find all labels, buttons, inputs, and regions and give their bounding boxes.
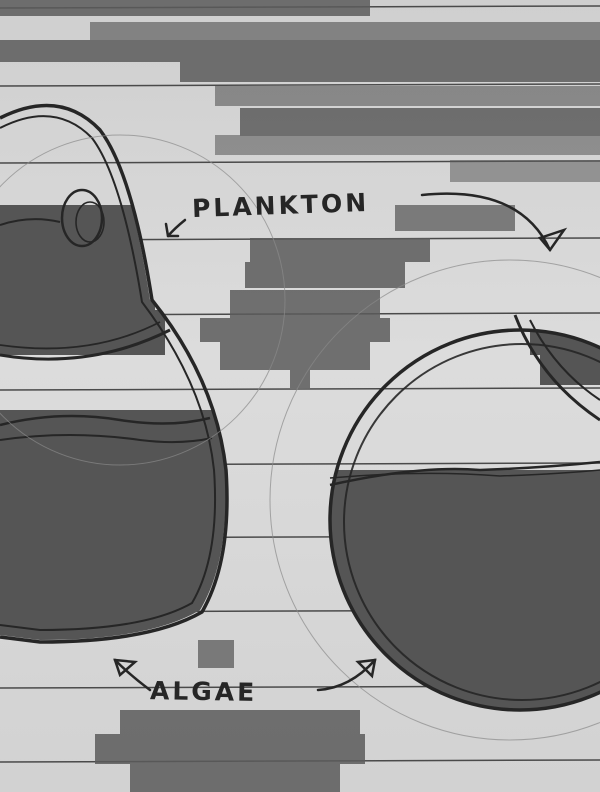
arrow-plankton-to-left xyxy=(166,220,185,236)
algae-label: ALGAE xyxy=(150,678,258,705)
rule-line xyxy=(0,84,600,86)
arrow-algae-to-left xyxy=(115,660,150,690)
plankton-label: PLANKTON xyxy=(192,190,370,221)
right-cell-shape xyxy=(325,315,600,720)
rule-line xyxy=(0,388,600,390)
left-cell-shape xyxy=(0,106,230,646)
arrow-algae-to-right xyxy=(318,660,375,690)
